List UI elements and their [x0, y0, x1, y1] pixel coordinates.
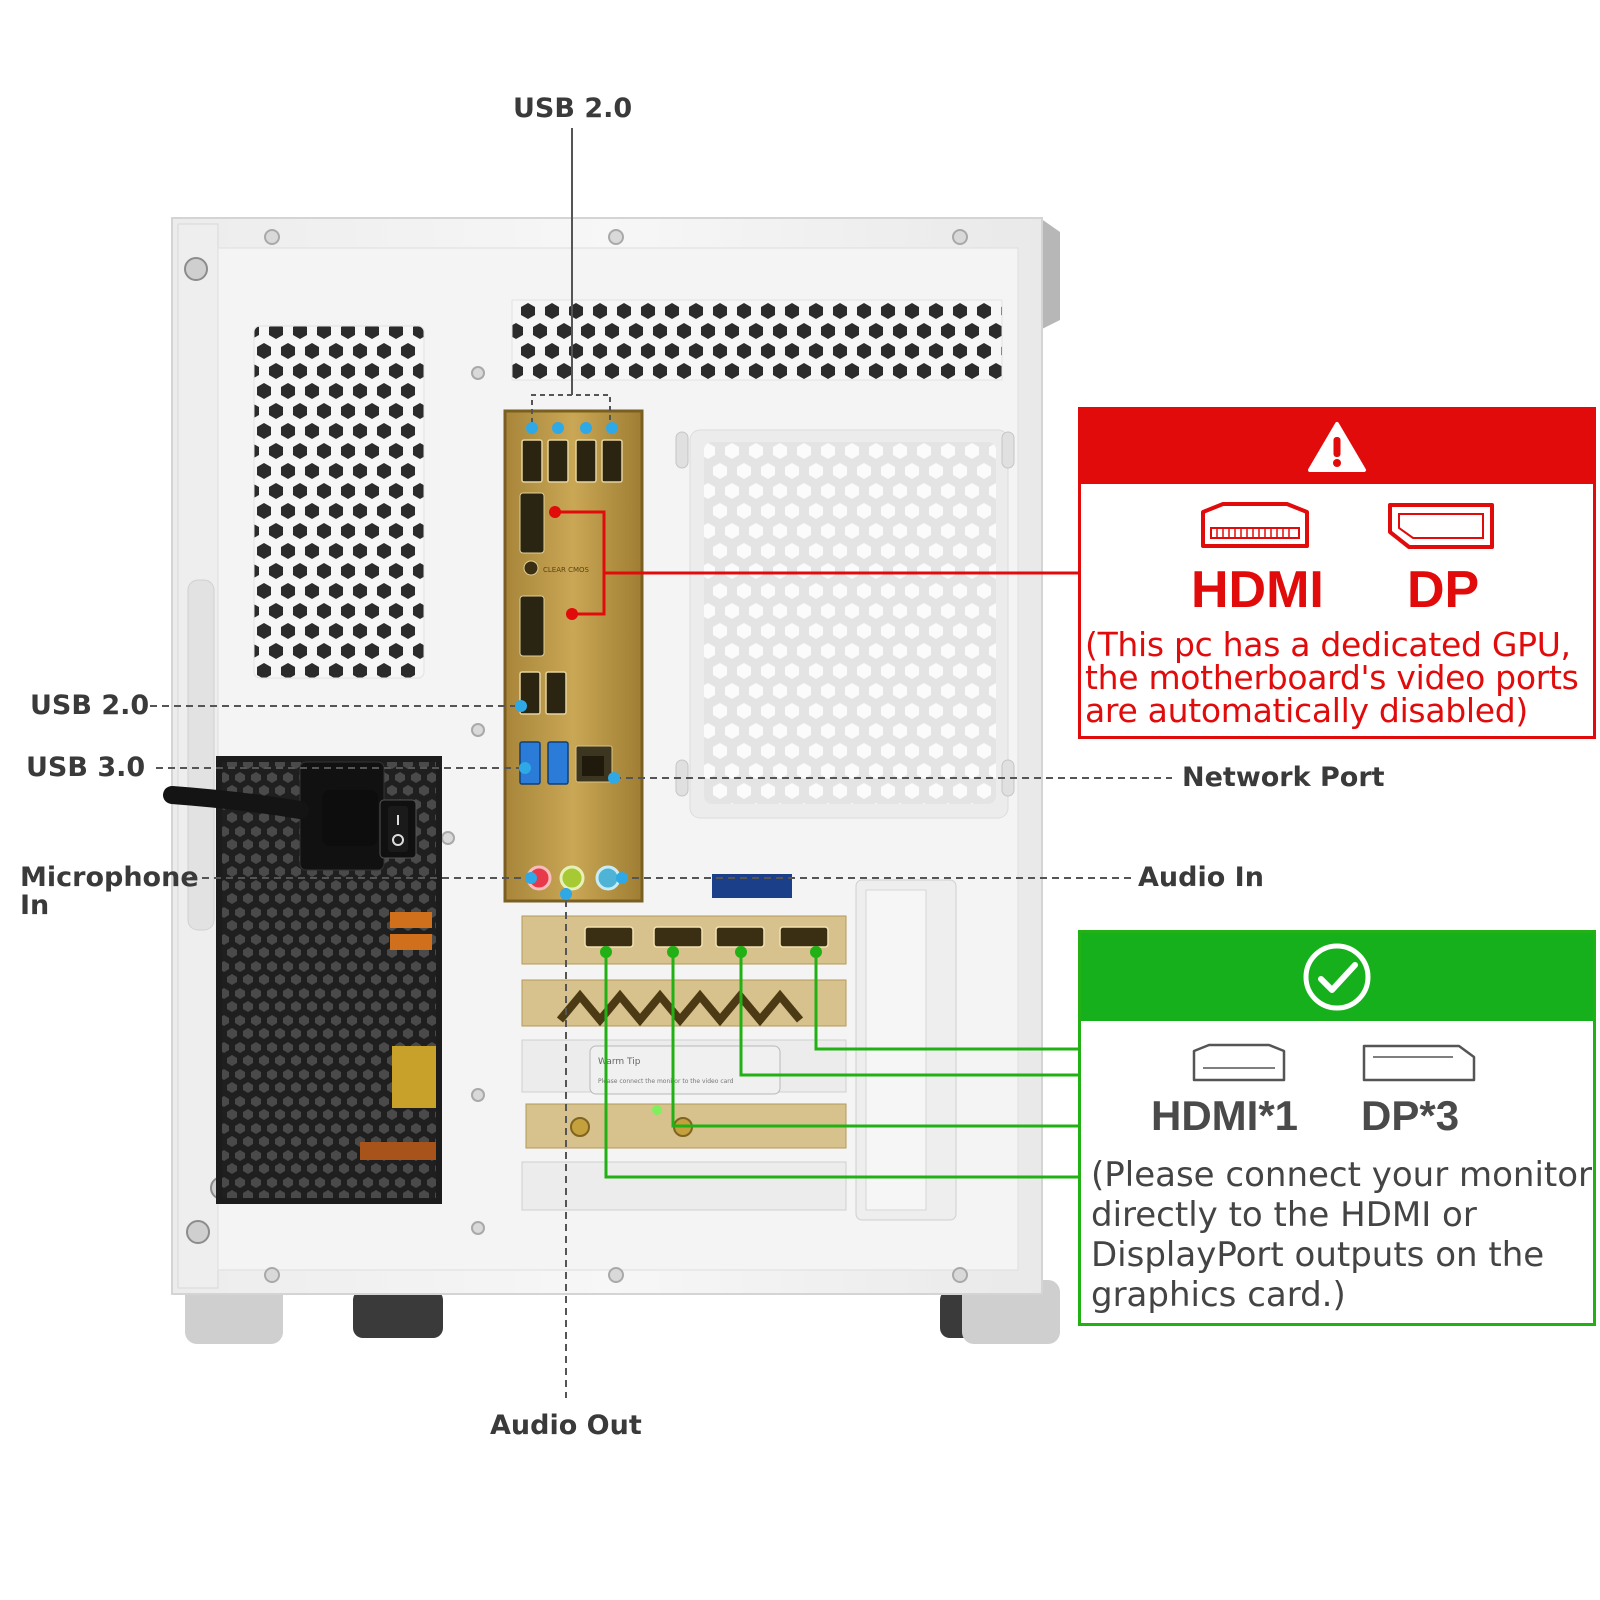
- warning-note-line: are automatically disabled): [1085, 691, 1528, 730]
- hdmi-port-icon: [1201, 502, 1309, 548]
- clear-cmos-label: CLEAR CMOS: [543, 566, 590, 574]
- recommended-note-line: directly to the HDMI or: [1091, 1195, 1477, 1235]
- left-leader-lines: [150, 705, 1172, 1398]
- warning-triangle-icon: [1308, 422, 1366, 472]
- case-foot: [353, 1290, 443, 1338]
- warning-note-line: (This pc has a dedicated GPU,: [1085, 625, 1571, 664]
- check-circle-icon: [1303, 943, 1371, 1011]
- case-foot: [185, 1280, 283, 1344]
- recommended-header: [1081, 933, 1593, 1021]
- displayport-icon: [1388, 503, 1494, 549]
- microphone-in-label: Microphone: [20, 862, 199, 893]
- usb20-left-label: USB 2.0: [30, 690, 150, 721]
- warm-tip-text: Please connect the monitor to the video …: [598, 1078, 734, 1085]
- case-handle: [187, 579, 215, 931]
- audio-out-label: Audio Out: [490, 1410, 642, 1441]
- gpu-ports-connectors: [604, 950, 1078, 1179]
- recommended-note-line: DisplayPort outputs on the: [1091, 1235, 1545, 1275]
- hdmi-disabled-label: HDMI: [1191, 561, 1324, 619]
- case-foot: [962, 1280, 1060, 1344]
- hdmi-count-label: HDMI*1: [1151, 1092, 1299, 1139]
- usb20-top-markers: [526, 422, 618, 434]
- line-out-jack: [559, 865, 585, 891]
- hdmi-port-icon: [1192, 1043, 1286, 1082]
- warning-note-line: the motherboard's video ports: [1085, 658, 1579, 697]
- dp-disabled-label: DP: [1407, 561, 1480, 619]
- left-vent: [253, 325, 425, 679]
- displayport-icon: [1362, 1044, 1476, 1082]
- dp-port-mobo: [519, 492, 545, 554]
- warning-header: [1081, 410, 1593, 484]
- recommended-note: (Please connect your monitor directly to…: [1091, 1155, 1592, 1315]
- port-markers: [515, 700, 628, 900]
- recommended-callout-box: HDMI*1 DP*3 (Please connect your monitor…: [1078, 930, 1596, 1326]
- recommended-note-line: graphics card.): [1091, 1275, 1346, 1315]
- usb-ports-top: [521, 439, 623, 483]
- usb20-top-label: USB 2.0: [513, 93, 633, 124]
- gpu-vent-slots: [556, 989, 804, 1027]
- fan-vent: [704, 442, 996, 804]
- usb20-top-bracket: [531, 394, 611, 423]
- audio-in-label: Audio In: [1138, 862, 1264, 893]
- warning-callout-box: HDMI DP (This pc has a dedicated GPU, th…: [1078, 407, 1596, 739]
- microphone-in-label-line2: In: [20, 890, 50, 921]
- disabled-ports-markers: [549, 506, 578, 620]
- status-led: [652, 1105, 662, 1115]
- gpu-ports-markers: [600, 946, 822, 958]
- dp-count-label: DP*3: [1361, 1092, 1460, 1139]
- disabled-ports-connector: [555, 510, 1078, 616]
- wifi-antenna-connector: [570, 1117, 590, 1137]
- power-cable: [163, 786, 309, 819]
- warm-tip-title: Warm Tip: [598, 1057, 641, 1067]
- psu-internals: [360, 912, 436, 1160]
- power-supply: [163, 756, 442, 1204]
- usb-ports-mid: [519, 671, 567, 715]
- usb30-label: USB 3.0: [26, 752, 146, 783]
- warning-note: (This pc has a dedicated GPU, the mother…: [1085, 628, 1579, 727]
- case-side-edge: [1040, 218, 1060, 330]
- io-shield: CLEAR CMOS: [503, 409, 644, 903]
- recommended-note-line: (Please connect your monitor: [1091, 1155, 1593, 1195]
- top-vent: [511, 299, 1003, 381]
- clear-cmos-button: [523, 560, 539, 576]
- network-port-label: Network Port: [1182, 762, 1385, 793]
- case-screws: [264, 229, 968, 1283]
- hdmi-port-mobo: [519, 595, 545, 657]
- line-in-jack: [595, 865, 621, 891]
- warm-tip-sticker: [589, 1045, 781, 1095]
